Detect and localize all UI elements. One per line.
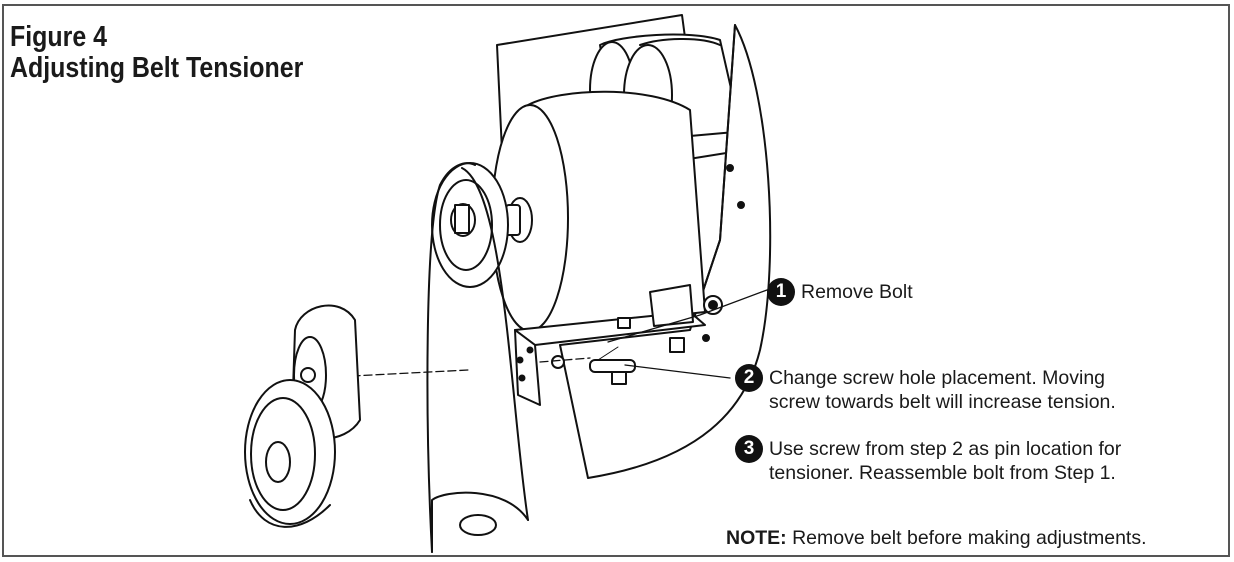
mounting-bracket: [514, 284, 706, 406]
drive-pulley: [431, 162, 509, 288]
step-2-text-line-2: screw towards belt will increase tension…: [769, 391, 1116, 413]
step-3: 3 Use screw from step 2 as pin location …: [735, 435, 1122, 485]
step-2-badge: 2: [735, 364, 763, 392]
step-3-badge: 3: [735, 435, 763, 463]
step-3-text-line-1: Use screw from step 2 as pin location fo…: [769, 438, 1122, 460]
alignment-axis: [351, 357, 591, 377]
figure-title: Adjusting Belt Tensioner: [10, 52, 304, 84]
step-1-text: Remove Bolt: [801, 281, 913, 303]
note-text: Remove belt before making adjustments.: [792, 527, 1147, 549]
note-label: NOTE:: [726, 527, 787, 549]
motor: [491, 90, 706, 332]
step-2-text-line-1: Change screw hole placement. Moving: [769, 367, 1106, 389]
tension-screw: [551, 355, 636, 385]
step-2: 2 Change screw hole placement. Moving sc…: [735, 364, 1116, 414]
figure-heading: Figure 4 Adjusting Belt Tensioner: [10, 22, 303, 84]
bolt-one: [703, 295, 723, 315]
figure-label: Figure 4: [10, 21, 108, 53]
drive-belt: [426, 162, 529, 553]
step-1: 1 Remove Bolt: [767, 278, 913, 306]
leader-lines: [597, 289, 768, 379]
step-3-text-line-2: tensioner. Reassemble bolt from Step 1.: [769, 462, 1116, 484]
step-1-badge: 1: [767, 278, 795, 306]
note: NOTE: Remove belt before making adjustme…: [726, 527, 1147, 550]
belt-tensioner: [244, 304, 361, 528]
